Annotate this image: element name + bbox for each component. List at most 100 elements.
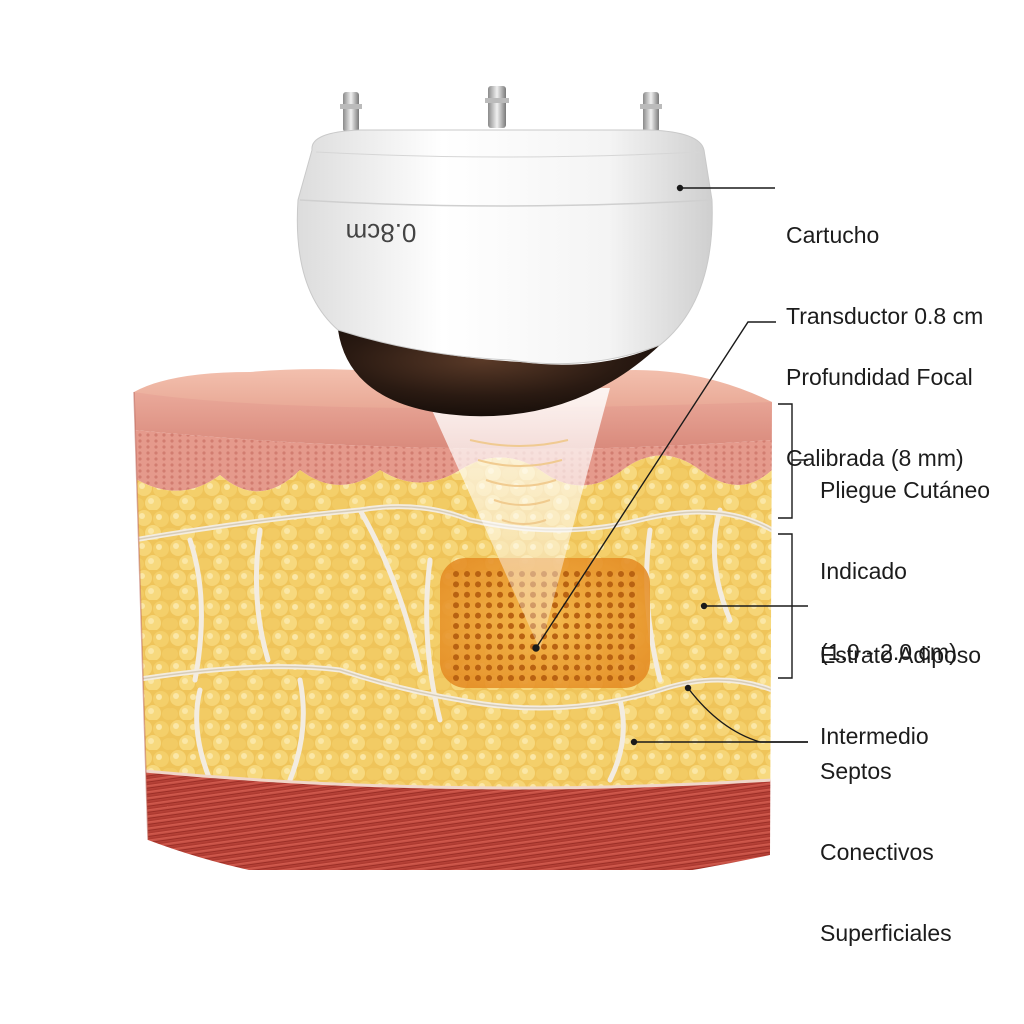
focal-dot <box>596 571 602 577</box>
focal-dot <box>508 591 514 598</box>
focal-dot <box>541 675 547 681</box>
focal-dot <box>629 623 635 629</box>
focal-dot <box>596 633 602 640</box>
focal-dot <box>618 633 624 640</box>
focal-dot <box>596 654 602 661</box>
focal-dot <box>585 602 591 609</box>
focal-dot <box>508 602 514 609</box>
focal-dot <box>508 612 514 619</box>
label-septa-line3: Superficiales <box>820 920 952 946</box>
focal-dot <box>607 643 613 650</box>
focal-dot <box>596 664 602 671</box>
label-fold-line2: Indicado <box>820 558 907 584</box>
focal-dot <box>508 654 514 661</box>
focal-dot <box>475 602 481 609</box>
focal-dot <box>596 643 602 650</box>
label-focal-line1: Profundidad Focal <box>786 364 973 390</box>
focal-dot <box>486 612 492 619</box>
focal-dot <box>574 654 580 661</box>
focal-dot <box>486 633 492 640</box>
focal-dot <box>453 602 459 609</box>
focal-dot <box>563 571 569 577</box>
focal-dot <box>574 664 580 671</box>
device-shell <box>296 129 713 365</box>
focal-dot <box>508 643 514 650</box>
focal-dot <box>585 571 591 577</box>
focal-dot <box>574 643 580 650</box>
muscle-layer <box>134 770 772 870</box>
focal-dot <box>629 664 635 671</box>
focal-dot <box>541 643 547 650</box>
focal-dot <box>607 664 613 671</box>
label-focal-depth: Profundidad Focal Calibrada (8 mm) <box>786 310 973 499</box>
focal-dot <box>629 581 635 588</box>
label-fold-line3: (1.0 - 2.0 cm) <box>820 639 957 665</box>
focal-dot <box>464 664 470 671</box>
focal-dot <box>618 675 624 681</box>
focal-dot <box>596 623 602 629</box>
focal-dot <box>585 581 591 588</box>
focal-dot <box>607 602 613 609</box>
focal-dot <box>486 643 492 650</box>
focal-dot <box>453 581 459 588</box>
focal-dot <box>464 581 470 588</box>
focal-dot <box>464 654 470 661</box>
focal-dot <box>486 675 492 681</box>
focal-dot <box>607 654 613 661</box>
focal-dot <box>552 664 558 671</box>
focal-dot <box>519 633 525 640</box>
focal-dot <box>497 633 503 640</box>
focal-dot <box>541 654 547 661</box>
focal-dot <box>475 633 481 640</box>
focal-dot <box>629 654 635 661</box>
focal-dot <box>453 664 459 671</box>
focal-dot <box>464 571 470 577</box>
focal-dot <box>497 581 503 588</box>
label-skin-fold: Pliegue Cutáneo Indicado (1.0 - 2.0 cm) <box>820 423 990 693</box>
focal-dot <box>475 571 481 577</box>
focal-dot <box>475 591 481 598</box>
focal-dot <box>519 643 525 650</box>
focal-dot <box>519 612 525 619</box>
focal-dot <box>497 612 503 619</box>
focal-dot <box>563 675 569 681</box>
focal-dot <box>596 602 602 609</box>
focal-dot <box>563 643 569 650</box>
focal-dot <box>596 675 602 681</box>
label-cartridge-line1: Cartucho <box>786 222 880 248</box>
leader-focal <box>535 321 776 649</box>
focal-dot <box>453 612 459 619</box>
transducer-device: 0.8cm <box>296 86 713 417</box>
focal-dot <box>475 623 481 629</box>
focal-dot <box>552 633 558 640</box>
focal-dot <box>585 633 591 640</box>
focal-dot <box>475 612 481 619</box>
focal-dot <box>574 633 580 640</box>
focal-dot <box>629 602 635 609</box>
focal-dot <box>453 571 459 577</box>
focal-dot <box>563 633 569 640</box>
focal-dot <box>563 623 569 629</box>
focal-dot <box>475 664 481 671</box>
beam-waves <box>469 439 569 525</box>
label-cartridge: Cartucho Transductor 0.8 cm <box>786 168 983 357</box>
focal-dot <box>596 581 602 588</box>
focal-dot <box>530 664 536 671</box>
focal-dot <box>519 675 525 681</box>
focal-dot <box>453 643 459 650</box>
focal-dot <box>618 591 624 598</box>
focal-dot <box>563 664 569 671</box>
focal-dot <box>607 675 613 681</box>
focal-dot <box>508 664 514 671</box>
focal-dot <box>618 643 624 650</box>
focal-dot <box>486 602 492 609</box>
focal-dot <box>497 623 503 629</box>
leader-lines <box>532 184 808 746</box>
focal-dot <box>530 654 536 661</box>
focal-dot <box>486 623 492 629</box>
focal-dot <box>519 623 525 629</box>
focal-dot <box>475 675 481 681</box>
focal-dot <box>464 633 470 640</box>
focal-dot <box>519 664 525 671</box>
